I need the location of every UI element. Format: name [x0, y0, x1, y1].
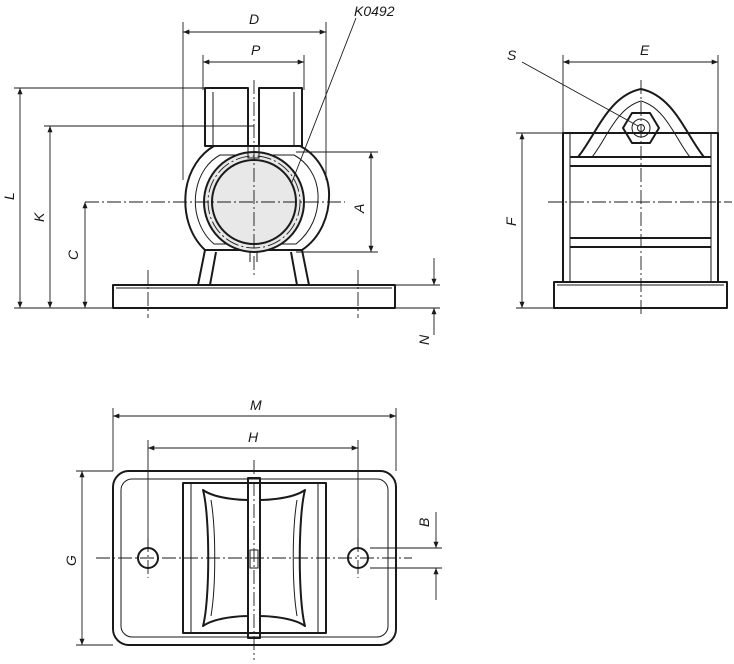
front-view — [85, 80, 396, 318]
dim-label-C: C — [65, 249, 81, 260]
side-view — [548, 80, 732, 315]
front-dimensions: D P K0492 L K C A N — [1, 3, 440, 345]
dim-label-F: F — [503, 216, 519, 226]
dim-label-B: B — [416, 518, 432, 527]
dim-label-D: D — [249, 11, 259, 27]
dim-label-N: N — [416, 334, 432, 345]
dim-label-L: L — [1, 192, 17, 200]
dim-label-M: M — [250, 397, 262, 413]
dim-label-S: S — [507, 47, 517, 63]
dim-label-H: H — [248, 429, 259, 445]
dim-label-G: G — [63, 555, 79, 566]
top-dimensions: M H G B — [63, 397, 442, 646]
dim-label-E: E — [640, 42, 650, 58]
dim-label-P: P — [251, 42, 261, 58]
dim-label-A: A — [351, 204, 367, 214]
dim-label-K: K — [31, 212, 47, 222]
side-dimensions: E S F — [503, 42, 719, 309]
top-view — [96, 460, 412, 660]
part-number-label: K0492 — [354, 3, 395, 19]
